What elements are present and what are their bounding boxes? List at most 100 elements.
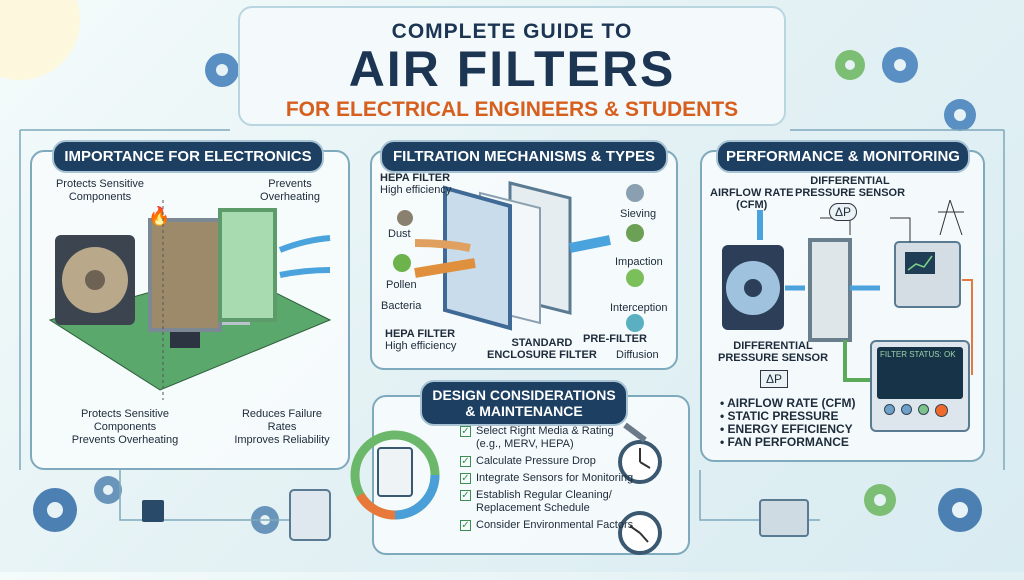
label-line: DIFFERENTIAL bbox=[733, 340, 813, 352]
gear-icon bbox=[33, 488, 77, 532]
flame-icon: 🔥 bbox=[148, 205, 170, 226]
checklist-item: ✓ Calculate Pressure Drop bbox=[460, 455, 635, 468]
airflow-arrow bbox=[569, 235, 611, 253]
filter-status-text: FILTER STATUS: OK bbox=[880, 350, 956, 359]
fan-icon bbox=[55, 235, 135, 325]
checklist-item: ✓Integrate Sensors for Monitoring bbox=[460, 472, 635, 485]
label-protects-components: Protects Sensitive Components bbox=[55, 178, 145, 203]
gear-icon bbox=[944, 99, 976, 131]
gear-icon bbox=[938, 488, 982, 532]
check-icon: ✓ bbox=[460, 456, 471, 467]
importance-header: IMPORTANCE FOR ELECTRONICS bbox=[52, 140, 324, 173]
pollen-icon bbox=[393, 254, 411, 272]
clock-icon bbox=[618, 440, 662, 484]
label-name: HEPA FILTER bbox=[385, 328, 456, 340]
control-panel-icon bbox=[289, 489, 331, 541]
diffusion-icon bbox=[626, 314, 644, 332]
benefit-text: Rates bbox=[267, 421, 297, 433]
metric-text: STATIC PRESSURE bbox=[727, 409, 839, 423]
dp-sensor-top: ΔP bbox=[829, 203, 858, 221]
header-line: DESIGN CONSIDERATIONS bbox=[432, 387, 616, 403]
mechanisms-illustration bbox=[393, 181, 644, 332]
checklist-text: Calculate Pressure Drop bbox=[476, 455, 596, 467]
wrench-icon bbox=[623, 422, 647, 443]
title-banner: COMPLETE GUIDE TO AIR FILTERS FOR ELECTR… bbox=[238, 6, 786, 126]
checklist-item: ✓ Establish Regular Cleaning/ Replacement… bbox=[460, 489, 635, 515]
metrics-list: • AIRFLOW RATE (CFM) • STATIC PRESSURE •… bbox=[720, 397, 856, 449]
hepa-label-top: HEPA FILTER High efficiency bbox=[380, 172, 451, 196]
checklist-item: ✓ Select Right Media & Rating (e.g., MERV… bbox=[460, 425, 635, 451]
gear-icon bbox=[882, 47, 918, 83]
metric-text: FAN PERFORMANCE bbox=[727, 435, 849, 449]
impaction-icon bbox=[626, 224, 644, 242]
airflow-arrow bbox=[279, 267, 331, 278]
particle-dust: Dust bbox=[388, 228, 411, 240]
airflow-arrow bbox=[278, 235, 331, 253]
checklist-text: Establish Regular Cleaning/ Replacement … bbox=[476, 489, 612, 514]
label-line: PRESSURE SENSOR bbox=[795, 187, 906, 199]
check-icon: ✓ bbox=[460, 473, 471, 484]
metric-item: • STATIC PRESSURE bbox=[720, 409, 839, 423]
filter-icon bbox=[808, 238, 852, 342]
monitor-icon bbox=[905, 252, 935, 274]
power-tower-icon bbox=[938, 200, 964, 236]
gear-icon bbox=[94, 476, 122, 504]
performance-header: PERFORMANCE & MONITORING bbox=[716, 140, 970, 173]
benefit-text: Components bbox=[93, 421, 157, 433]
checklist-text: Select Right Media & Rating (e.g., MERV,… bbox=[476, 425, 614, 450]
label-name: HEPA FILTER bbox=[380, 172, 451, 184]
dp-sensor-label-top: DIFFERENTIAL PRESSURE SENSOR bbox=[795, 175, 905, 199]
label-line: AIRFLOW RATE bbox=[710, 187, 794, 199]
title-line-1: COMPLETE GUIDE TO bbox=[391, 20, 633, 43]
metric-text: ENERGY EFFICIENCY bbox=[727, 422, 853, 436]
gear-icon bbox=[835, 50, 865, 80]
gear-icon bbox=[205, 53, 239, 87]
label-sub: High efficiency bbox=[380, 184, 452, 196]
particle-pollen: Pollen bbox=[386, 279, 417, 291]
status-button[interactable] bbox=[918, 404, 929, 415]
status-monitor: FILTER STATUS: OK bbox=[870, 340, 970, 432]
sunburst bbox=[0, 0, 80, 80]
header-line: & MAINTENANCE bbox=[465, 403, 583, 419]
circuit-chip-icon bbox=[142, 500, 164, 522]
check-icon: ✓ bbox=[460, 426, 471, 437]
label-prevents-overheating: Prevents Overheating bbox=[260, 178, 320, 203]
mechanisms-header: FILTRATION MECHANISMS & TYPES bbox=[380, 140, 668, 173]
design-checklist: ✓ Select Right Media & Rating (e.g., MERV… bbox=[460, 425, 635, 536]
metric-item: • FAN PERFORMANCE bbox=[720, 435, 849, 449]
design-illustration bbox=[350, 422, 662, 555]
benefit-text: Protects Sensitive bbox=[80, 408, 170, 420]
fan-icon bbox=[722, 245, 784, 330]
status-screen: FILTER STATUS: OK bbox=[877, 347, 963, 399]
design-header: DESIGN CONSIDERATIONS & MAINTENANCE bbox=[420, 380, 628, 426]
check-icon: ✓ bbox=[460, 520, 471, 531]
sieving-icon bbox=[626, 184, 644, 202]
method-impaction: Impaction bbox=[615, 256, 663, 268]
particle-arrow bbox=[414, 258, 476, 278]
importance-illustration: 🔥 bbox=[48, 200, 332, 400]
alarm-button[interactable] bbox=[935, 404, 948, 417]
clean-filter-icon bbox=[218, 208, 277, 322]
status-button[interactable] bbox=[901, 404, 912, 415]
clipboard-icon bbox=[377, 447, 413, 497]
bottom-right-benefits: Reduces Failure Rates Improves Reliabili… bbox=[222, 408, 342, 447]
dp-sensor-label-bottom: DIFFERENTIAL PRESSURE SENSOR bbox=[718, 340, 828, 364]
label-line: (CFM) bbox=[736, 199, 768, 211]
page-title: AIR FILTERS bbox=[348, 41, 676, 97]
check-icon: ✓ bbox=[460, 490, 471, 501]
label-sub: High efficiency bbox=[385, 340, 457, 352]
checklist-text: Consider Environmental Factors bbox=[476, 519, 634, 531]
performance-illustration bbox=[722, 200, 973, 382]
method-interception: Interception bbox=[610, 302, 668, 314]
particle-bacteria: Bacteria bbox=[381, 300, 422, 312]
prefilter-label: PRE-FILTER bbox=[583, 333, 647, 345]
benefit-text: Prevents Overheating bbox=[71, 434, 179, 446]
interception-icon bbox=[626, 269, 644, 287]
checklist-item: ✓ Consider Environmental Factors bbox=[460, 519, 635, 532]
status-button[interactable] bbox=[884, 404, 895, 415]
method-sieving: Sieving bbox=[620, 208, 657, 220]
standard-filter-label: STANDARD ENCLOSURE FILTER bbox=[487, 337, 597, 361]
label-line: ENCLOSURE FILTER bbox=[487, 349, 597, 361]
dust-icon bbox=[397, 210, 413, 226]
benefit-text: Improves Reliability bbox=[234, 434, 330, 446]
